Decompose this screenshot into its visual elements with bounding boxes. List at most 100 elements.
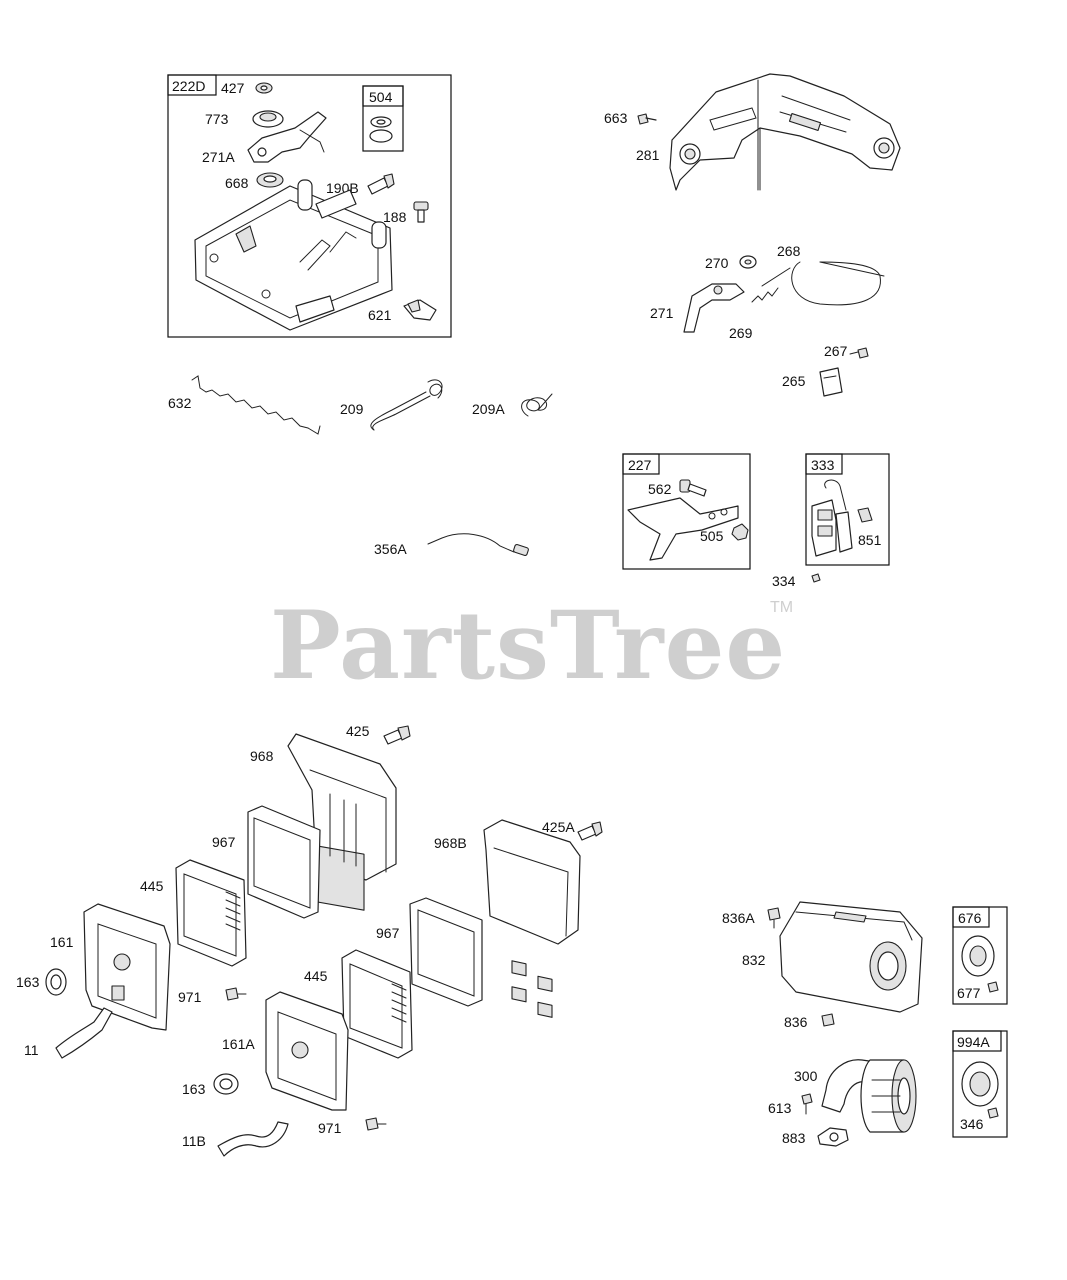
part-967-filter-bottom[interactable] — [409, 897, 483, 1007]
part-425-bolt[interactable] — [383, 725, 411, 745]
part-209a-spring[interactable] — [521, 393, 553, 417]
watermark-trademark: TM — [770, 599, 793, 616]
label-163-right: 163 — [182, 1081, 206, 1097]
part-271a-lever[interactable] — [247, 111, 327, 163]
label-300: 300 — [794, 1068, 818, 1084]
label-356a: 356A — [374, 541, 407, 557]
part-562-bolt[interactable] — [679, 479, 707, 497]
label-270: 270 — [705, 255, 729, 271]
part-11-hose[interactable] — [55, 1007, 113, 1059]
part-271-lever[interactable] — [683, 283, 745, 333]
group-994a[interactable]: 994A 346 — [952, 1030, 1008, 1138]
part-209-spring[interactable] — [370, 379, 443, 431]
label-209: 209 — [340, 401, 364, 417]
part-836a-screw[interactable] — [767, 907, 781, 929]
label-281: 281 — [636, 147, 660, 163]
label-632: 632 — [168, 395, 192, 411]
label-668: 668 — [225, 175, 249, 191]
label-968b: 968B — [434, 835, 467, 851]
part-334-screw[interactable] — [811, 573, 821, 583]
group-227[interactable]: 227 562 505 — [622, 453, 751, 570]
part-676-screen[interactable] — [961, 935, 995, 977]
part-613-screw[interactable] — [801, 1093, 813, 1115]
label-773: 773 — [205, 111, 229, 127]
label-445-right: 445 — [304, 968, 328, 984]
part-773-pulley[interactable] — [252, 110, 284, 128]
part-445-element-right[interactable] — [341, 949, 413, 1059]
label-971-bottom: 971 — [318, 1120, 342, 1136]
label-269: 269 — [729, 325, 753, 341]
part-11b-hose[interactable] — [217, 1121, 289, 1157]
part-268-cable[interactable] — [761, 261, 885, 306]
group-222d[interactable]: 222D 504 427 773 271A — [167, 74, 452, 338]
label-836: 836 — [784, 1014, 808, 1030]
part-190b-bolt[interactable] — [367, 173, 395, 195]
part-227-bracket[interactable] — [627, 497, 739, 561]
label-832: 832 — [742, 952, 766, 968]
part-163-gasket-right[interactable] — [213, 1073, 239, 1095]
part-971-screw-top[interactable] — [225, 987, 247, 1001]
part-968b-cover[interactable] — [483, 819, 581, 1018]
part-836-screw[interactable] — [821, 1013, 835, 1027]
label-621: 621 — [368, 307, 392, 323]
label-613: 613 — [768, 1100, 792, 1116]
label-883: 883 — [782, 1130, 806, 1146]
part-188-screw[interactable] — [413, 201, 429, 223]
part-163-gasket-left[interactable] — [45, 968, 67, 996]
label-209a: 209A — [472, 401, 505, 417]
label-268: 268 — [777, 243, 801, 259]
label-163-left: 163 — [16, 974, 40, 990]
part-427-nut[interactable] — [255, 82, 273, 94]
label-851: 851 — [858, 532, 882, 548]
label-663: 663 — [604, 110, 628, 126]
part-333-armature[interactable] — [811, 479, 873, 557]
label-971-top: 971 — [178, 989, 202, 1005]
part-663-screw[interactable] — [637, 113, 657, 125]
group-994a-label: 994A — [957, 1034, 990, 1050]
group-222d-tag — [167, 74, 217, 96]
label-505: 505 — [700, 528, 724, 544]
part-677-screw[interactable] — [987, 981, 999, 993]
part-967-filter-top[interactable] — [247, 805, 321, 919]
label-346: 346 — [960, 1116, 984, 1132]
group-227-tag — [622, 453, 660, 475]
label-967-bottom: 967 — [376, 925, 400, 941]
label-836a: 836A — [722, 910, 755, 926]
label-334: 334 — [772, 573, 796, 589]
label-161: 161 — [50, 934, 74, 950]
part-269-spring[interactable] — [751, 287, 779, 303]
part-632-link[interactable] — [191, 375, 321, 435]
part-668-washer[interactable] — [256, 172, 284, 188]
part-346-screw[interactable] — [987, 1107, 999, 1119]
part-356a-wire[interactable] — [427, 533, 529, 556]
part-505-nut[interactable] — [731, 523, 749, 541]
part-445-element-left[interactable] — [175, 859, 247, 967]
part-161a-base[interactable] — [265, 991, 349, 1111]
part-161-base[interactable] — [83, 903, 171, 1031]
part-621-clip[interactable] — [403, 299, 437, 321]
group-333[interactable]: 333 851 — [805, 453, 890, 566]
group-227-label: 227 — [628, 457, 652, 473]
part-504-washers[interactable] — [369, 116, 393, 143]
group-504-label: 504 — [369, 89, 393, 105]
watermark-text: PartsTree — [270, 591, 786, 701]
label-11b: 11B — [182, 1133, 206, 1149]
label-562: 562 — [648, 481, 672, 497]
group-333-tag — [805, 453, 843, 475]
part-994a-deflector[interactable] — [961, 1061, 999, 1107]
label-188: 188 — [383, 209, 407, 225]
part-control-bracket[interactable] — [194, 179, 393, 331]
part-971-screw-bottom[interactable] — [365, 1117, 387, 1131]
part-832-guard[interactable] — [779, 901, 923, 1013]
part-425a-bolt[interactable] — [577, 821, 603, 841]
group-676[interactable]: 676 677 — [952, 906, 1008, 1005]
part-281-housing[interactable] — [669, 73, 901, 191]
part-883-gasket[interactable] — [817, 1127, 849, 1147]
label-267: 267 — [824, 343, 848, 359]
label-427: 427 — [221, 80, 245, 96]
part-267-screw[interactable] — [849, 347, 869, 359]
part-270-nut[interactable] — [739, 255, 757, 269]
part-300-muffler[interactable] — [821, 1059, 917, 1133]
part-265-clamp[interactable] — [819, 367, 843, 397]
